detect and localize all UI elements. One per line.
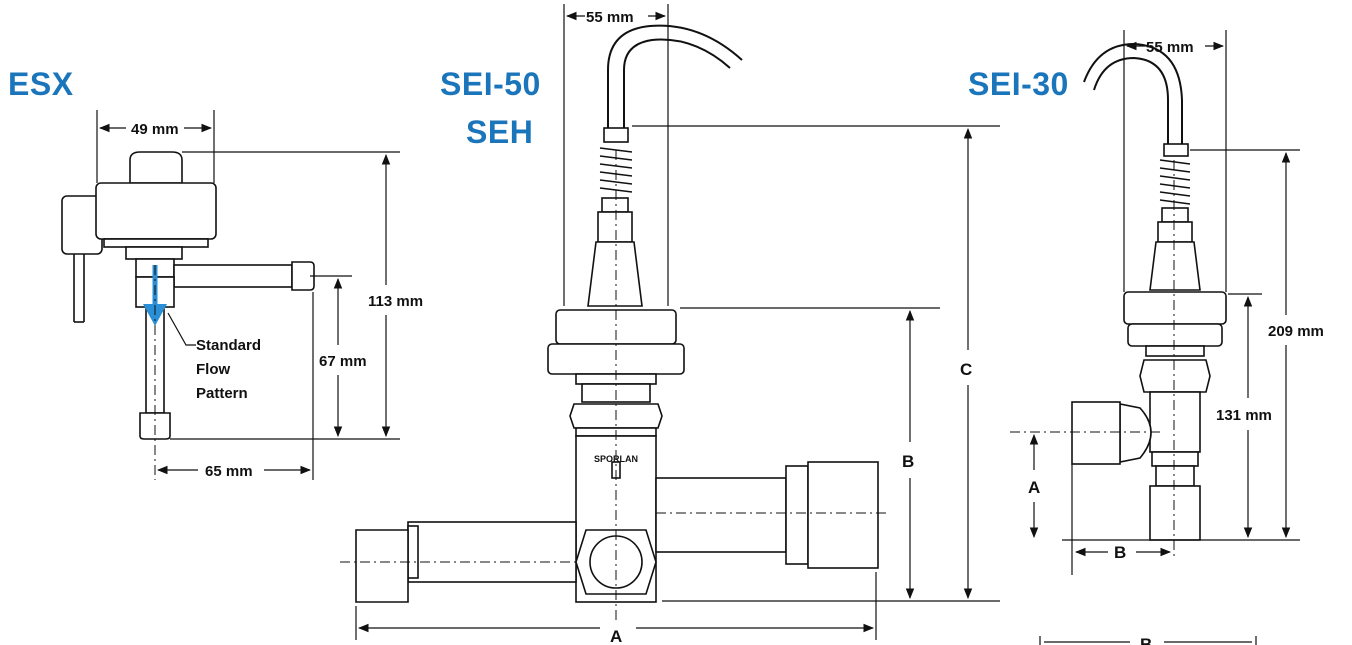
sei30-height-dim: 209 mm — [1268, 323, 1324, 340]
sei30-dimensions — [1029, 30, 1300, 645]
sei30-dim-a: A — [1028, 478, 1040, 497]
flow-label-line2: Flow — [196, 361, 230, 378]
sei30-dim-b: B — [1114, 543, 1126, 562]
sei50-dim-c: C — [960, 360, 972, 379]
model-title-esx: ESX — [8, 66, 74, 102]
esx-height-dim: 113 mm — [368, 293, 423, 310]
esx-width-dim: 49 mm — [131, 121, 179, 138]
sei30-valve — [1071, 42, 1227, 541]
sei30-body-dim: 131 mm — [1216, 407, 1272, 424]
sei50-centerlines — [340, 150, 890, 620]
esx-valve — [61, 151, 315, 440]
model-title-seh: SEH — [466, 114, 534, 150]
sei30-top-dim: 55 mm — [1146, 39, 1194, 56]
sei50-dim-b: B — [902, 452, 914, 471]
sei30-centerlines — [1010, 160, 1175, 560]
sei50-dimensions — [355, 4, 1000, 640]
sei30-dim-b2: B — [1140, 635, 1152, 645]
esx-dimensions — [96, 110, 400, 480]
model-title-sei50: SEI-50 — [440, 66, 541, 102]
esx-outlet-length-dim: 65 mm — [205, 463, 253, 480]
flow-label-line3: Pattern — [196, 385, 248, 402]
flow-label-line1: Standard — [196, 337, 261, 354]
sei50-top-dim: 55 mm — [586, 9, 634, 26]
sei50-dim-a: A — [610, 627, 622, 645]
sei50-valve — [355, 24, 879, 603]
model-title-sei30: SEI-30 — [968, 66, 1069, 102]
esx-outlet-height-dim: 67 mm — [319, 353, 367, 370]
flow-label-leader — [167, 312, 196, 346]
